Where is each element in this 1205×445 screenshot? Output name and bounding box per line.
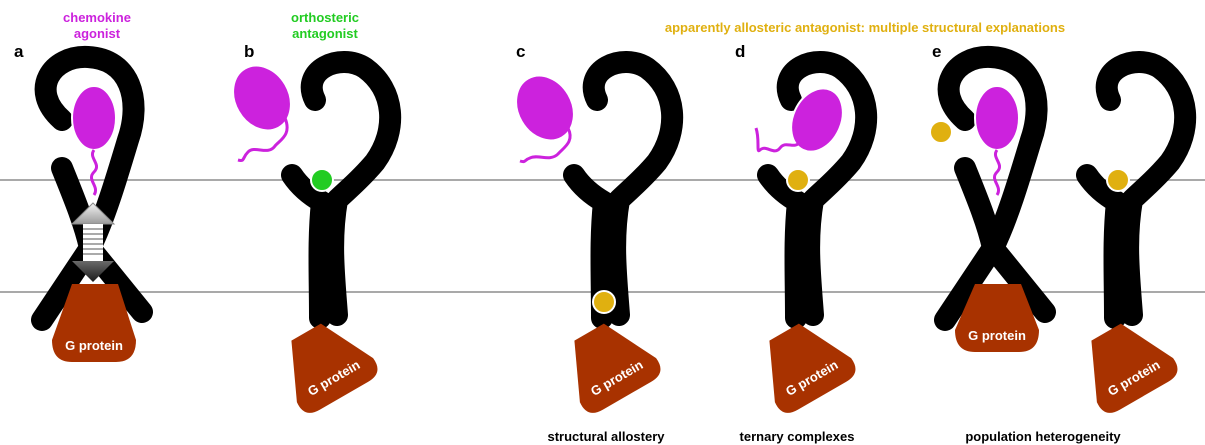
caption-structural-allostery: structural allostery [547, 429, 665, 444]
chemokine-tail [91, 150, 96, 195]
panel-letter-d: d [735, 42, 745, 61]
panel-letter-a: a [14, 42, 24, 61]
chemokine-ligand [72, 86, 116, 150]
orthosteric-antagonist-heading-line2: antagonist [292, 26, 358, 41]
chemokine-ligand-unbound [505, 65, 586, 151]
panel-letter-c: c [516, 42, 525, 61]
allosteric-antagonist-dot [1107, 169, 1129, 191]
panel-letter-e: e [932, 42, 941, 61]
orthosteric-antagonist-heading-line1: orthosteric [291, 10, 359, 25]
chemokine-ligand-unbound [222, 55, 303, 141]
g-protein-e2-group: G protein [1069, 310, 1183, 418]
g-protein-label-a: G protein [65, 338, 123, 353]
chemokine-ligand [975, 86, 1019, 150]
chemokine-agonist-heading-line1: chemokine [63, 10, 131, 25]
receptor-y [574, 62, 672, 318]
receptor-y [1087, 62, 1185, 318]
panel-a: a chemokine agonist G protein [14, 10, 142, 362]
g-protein-label-e1: G protein [968, 328, 1026, 343]
panel-letter-b: b [244, 42, 254, 61]
allosteric-antagonist-heading: apparently allosteric antagonist: multip… [665, 20, 1065, 35]
panel-e: e G protein G protein population heterog… [930, 42, 1185, 444]
allosteric-antagonist-dot [593, 291, 615, 313]
panel-b: b orthosteric antagonist G protein [222, 10, 391, 418]
caption-population-heterogeneity: population heterogeneity [965, 429, 1121, 444]
chemokine-tail [994, 150, 999, 195]
panel-d: d G protein ternary complexes [735, 42, 866, 444]
orthosteric-antagonist-dot [311, 169, 333, 191]
g-protein-e2 [1069, 310, 1183, 418]
allosteric-antagonist-dot-free [930, 121, 952, 143]
receptor-y [292, 62, 390, 318]
panel-c: c G protein structural allostery [505, 42, 673, 444]
chemokine-agonist-heading-line2: agonist [74, 26, 121, 41]
allosteric-antagonist-dot [787, 169, 809, 191]
caption-ternary-complexes: ternary complexes [740, 429, 855, 444]
